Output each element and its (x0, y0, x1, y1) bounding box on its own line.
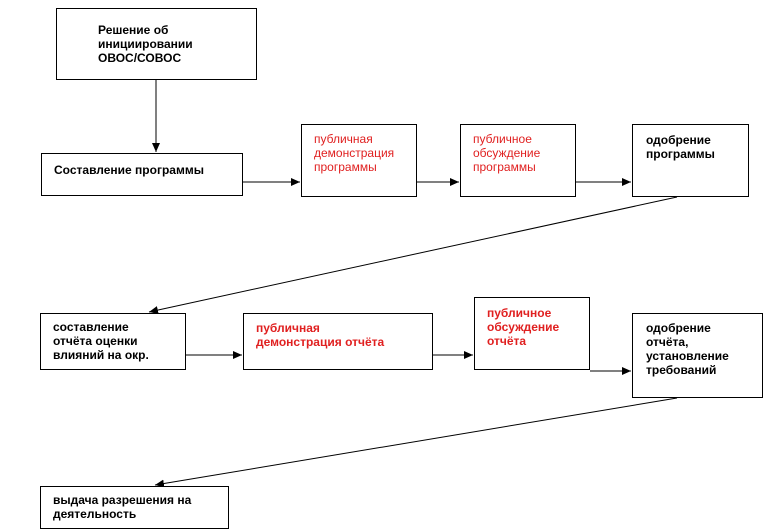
node-program-drafting-label: Составление программы (54, 163, 204, 177)
node-report-approval: одобрение отчёта, установление требовани… (632, 313, 763, 398)
node-program-approval-label: одобрение программы (646, 133, 715, 161)
node-permit-issuance: выдача разрешения на деятельность (40, 486, 229, 529)
arrow-n5-n6 (148, 196, 678, 314)
node-program-drafting: Составление программы (41, 153, 243, 196)
node-ovos-decision: Решение об инициировании ОВОС/СОВОС (56, 8, 257, 80)
node-program-demonstration-label: публичная демонстрация программы (314, 132, 395, 174)
node-report-discussion: публичное обсуждение отчёта (474, 297, 590, 370)
node-report-approval-label: одобрение отчёта, установление требовани… (646, 321, 729, 377)
node-program-discussion-label: публичное обсуждение программы (473, 132, 541, 174)
node-program-demonstration: публичная демонстрация программы (301, 124, 417, 197)
node-program-discussion: публичное обсуждение программы (460, 124, 576, 197)
node-report-drafting: составление отчёта оценки влияний на окр… (40, 313, 186, 370)
node-report-discussion-label: публичное обсуждение отчёта (487, 306, 560, 348)
node-ovos-decision-label: Решение об инициировании ОВОС/СОВОС (98, 23, 193, 65)
node-program-approval: одобрение программы (632, 124, 749, 197)
arrow-n9-n10 (154, 397, 678, 488)
node-report-drafting-label: составление отчёта оценки влияний на окр… (53, 320, 149, 362)
node-permit-issuance-label: выдача разрешения на деятельность (53, 493, 192, 521)
node-report-demonstration-label: публичная демонстрация отчёта (256, 321, 385, 349)
node-report-demonstration: публичная демонстрация отчёта (243, 313, 433, 370)
